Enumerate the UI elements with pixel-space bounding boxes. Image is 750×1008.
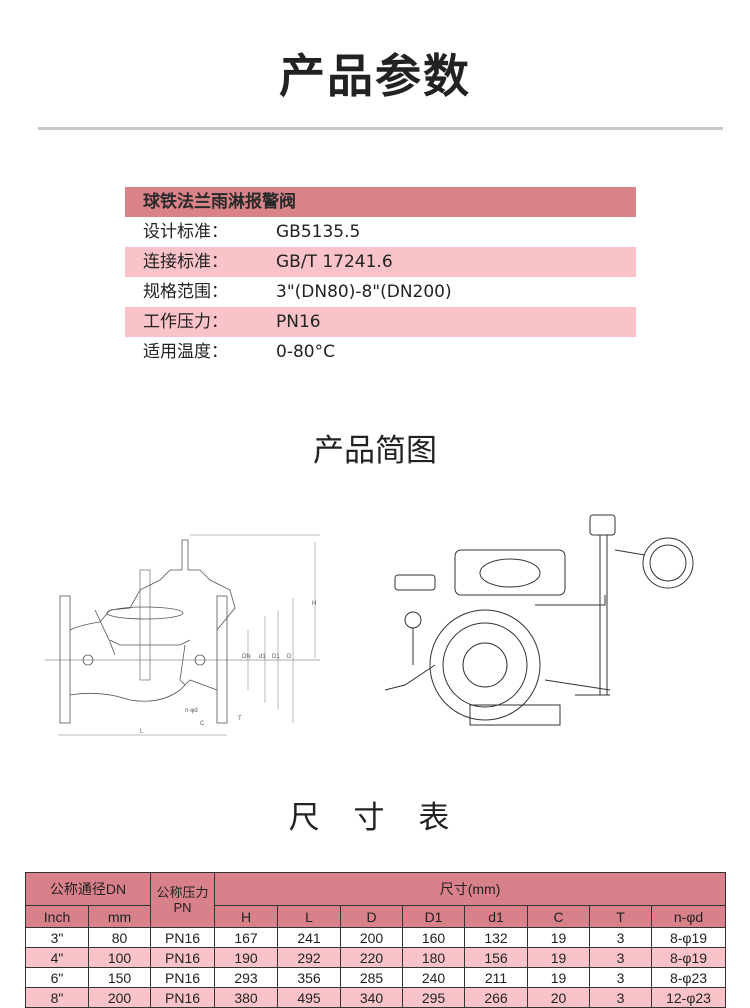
table-cell: 340 bbox=[340, 987, 404, 1008]
table-cell: 3 bbox=[589, 927, 653, 948]
label-D: D bbox=[287, 654, 292, 660]
label-nd: n-φd bbox=[185, 708, 198, 714]
table-cell: PN16 bbox=[150, 987, 216, 1008]
valve-section-drawing: H DN d1 D1 D L C T n-φd bbox=[45, 534, 320, 736]
table-cell: 19 bbox=[527, 967, 591, 988]
table-cell: PN16 bbox=[150, 947, 216, 968]
table-cell: 8-φ19 bbox=[651, 927, 727, 948]
spec-list: 球铁法兰雨淋报警阀 设计标准： GB5135.5 连接标准： GB/T 17241.… bbox=[125, 187, 636, 367]
table-cell: 19 bbox=[527, 927, 591, 948]
col-header: n-φd bbox=[651, 905, 727, 928]
divider bbox=[38, 127, 723, 130]
label-D1: D1 bbox=[272, 654, 280, 660]
spec-value: 0-80°C bbox=[276, 342, 335, 362]
table-cell: 80 bbox=[87, 927, 152, 948]
table-cell: 292 bbox=[277, 947, 342, 968]
col-header: mm bbox=[87, 905, 152, 928]
table-cell: 160 bbox=[402, 927, 466, 948]
label-d1: d1 bbox=[259, 654, 266, 660]
table-cell: 167 bbox=[214, 927, 279, 948]
table-cell: 132 bbox=[464, 927, 529, 948]
table-cell: 3" bbox=[25, 927, 89, 948]
table-cell: 200 bbox=[340, 927, 404, 948]
col-header: C bbox=[527, 905, 591, 928]
col-header: d1 bbox=[464, 905, 529, 928]
table-cell: 356 bbox=[277, 967, 342, 988]
spec-value: GB5135.5 bbox=[276, 222, 361, 242]
col-header: D1 bbox=[402, 905, 466, 928]
table-cell: 180 bbox=[402, 947, 466, 968]
table-cell: 3 bbox=[589, 967, 653, 988]
spec-value: PN16 bbox=[276, 312, 321, 332]
spec-row: 适用温度： 0-80°C bbox=[125, 337, 636, 367]
spec-value: 3"(DN80)-8"(DN200) bbox=[276, 282, 452, 302]
page-title: 产品参数 bbox=[279, 49, 471, 103]
table-cell: 8-φ19 bbox=[651, 947, 727, 968]
table-cell: PN16 bbox=[150, 967, 216, 988]
table-cell: 3 bbox=[589, 987, 653, 1008]
table-cell: 100 bbox=[87, 947, 152, 968]
table-cell: 8-φ23 bbox=[651, 967, 727, 988]
table-cell: 495 bbox=[277, 987, 342, 1008]
table-cell: 200 bbox=[87, 987, 152, 1008]
table-cell: 220 bbox=[340, 947, 404, 968]
table-section-title: 尺 寸 表 bbox=[288, 800, 462, 836]
col-header: H bbox=[214, 905, 279, 928]
col-header: L bbox=[277, 905, 342, 928]
product-name: 球铁法兰雨淋报警阀 bbox=[125, 187, 636, 217]
spec-value: GB/T 17241.6 bbox=[276, 252, 393, 272]
label-C: C bbox=[200, 721, 205, 727]
label-T: T bbox=[238, 716, 242, 722]
spec-row: 连接标准： GB/T 17241.6 bbox=[125, 247, 636, 277]
header-size: 尺寸(mm) bbox=[214, 872, 727, 906]
table-cell: 3 bbox=[589, 947, 653, 968]
table-cell: 211 bbox=[464, 967, 529, 988]
spec-row: 设计标准： GB5135.5 bbox=[125, 217, 636, 247]
spec-label: 工作压力： bbox=[143, 312, 228, 332]
label-DN: DN bbox=[242, 654, 251, 660]
table-cell: 285 bbox=[340, 967, 404, 988]
spec-label: 适用温度： bbox=[143, 342, 228, 362]
table-cell: 19 bbox=[527, 947, 591, 968]
table-cell: 240 bbox=[402, 967, 466, 988]
header-dn: 公称通径DN bbox=[24, 872, 152, 906]
table-cell: 12-φ23 bbox=[651, 987, 727, 1008]
spec-label: 连接标准： bbox=[143, 252, 228, 272]
col-header: T bbox=[589, 905, 653, 928]
label-H: H bbox=[312, 601, 316, 607]
spec-label: 设计标准： bbox=[143, 222, 228, 242]
table-cell: 241 bbox=[277, 927, 342, 948]
table-cell: 380 bbox=[214, 987, 279, 1008]
col-header: D bbox=[340, 905, 404, 928]
table-cell: 4" bbox=[25, 947, 89, 968]
label-L: L bbox=[140, 729, 144, 735]
header-pn: 公称压力PN bbox=[150, 872, 216, 928]
table-cell: 190 bbox=[214, 947, 279, 968]
table-cell: 156 bbox=[464, 947, 529, 968]
table-cell: 266 bbox=[464, 987, 529, 1008]
spec-row: 规格范围： 3"(DN80)-8"(DN200) bbox=[125, 277, 636, 307]
spec-label: 规格范围： bbox=[143, 282, 228, 302]
table-cell: 293 bbox=[214, 967, 279, 988]
col-header: Inch bbox=[25, 905, 89, 928]
dimension-table: 公称通径DN 公称压力PN 尺寸(mm) Inch mm H L D D1 d1… bbox=[24, 872, 727, 1008]
diagram-section-title: 产品简图 bbox=[313, 433, 437, 469]
table-cell: PN16 bbox=[150, 927, 216, 948]
table-cell: 150 bbox=[87, 967, 152, 988]
table-cell: 8" bbox=[25, 987, 89, 1008]
table-cell: 295 bbox=[402, 987, 466, 1008]
table-cell: 6" bbox=[25, 967, 89, 988]
table-cell: 20 bbox=[527, 987, 591, 1008]
alarm-valve-assembly-drawing bbox=[384, 514, 694, 726]
spec-row: 工作压力： PN16 bbox=[125, 307, 636, 337]
